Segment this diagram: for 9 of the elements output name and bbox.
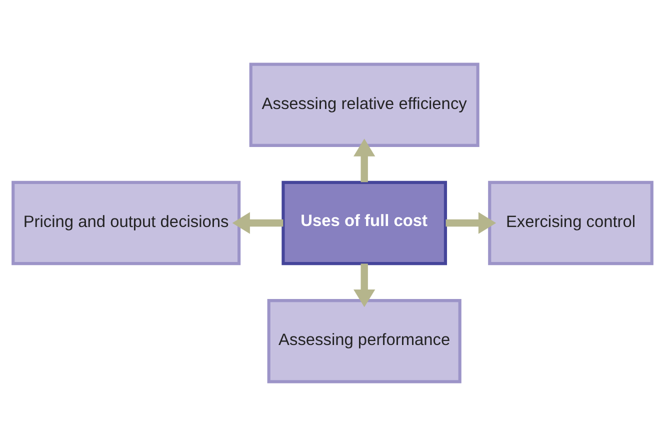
node-box: Assessing relative efficiency — [248, 62, 479, 147]
node-box: Pricing and output decisions — [11, 180, 240, 266]
node-box: Assessing performance — [266, 299, 461, 384]
arrow — [353, 138, 375, 182]
node-box: Uses of full cost — [281, 180, 447, 266]
arrow — [445, 212, 496, 234]
arrow — [353, 264, 375, 308]
node-box: Exercising control — [488, 180, 653, 266]
arrow — [232, 212, 283, 234]
